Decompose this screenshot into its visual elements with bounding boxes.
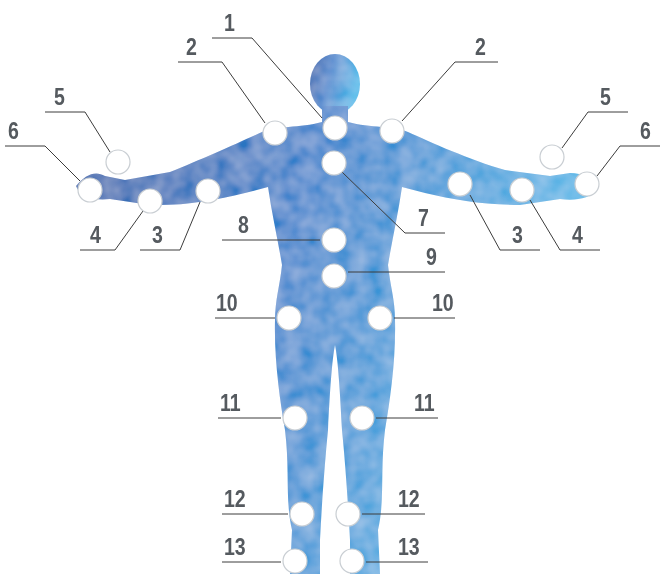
marker-circle — [322, 151, 346, 175]
marker-circles — [78, 116, 599, 573]
callout-number: 1 — [224, 11, 235, 35]
leader-line — [222, 514, 288, 515]
marker-circle — [380, 119, 404, 143]
head — [310, 54, 360, 114]
leader-line — [80, 211, 143, 250]
callout-number: 6 — [640, 119, 651, 143]
leader-line — [470, 195, 540, 250]
marker-circle — [322, 228, 346, 252]
leader-line — [562, 112, 628, 148]
marker-circle — [340, 549, 364, 573]
marker-circle — [575, 172, 599, 196]
callout-number: 2 — [475, 35, 486, 59]
callout-number: 4 — [572, 223, 583, 247]
leader-line — [342, 172, 445, 233]
marker-circle — [283, 406, 307, 430]
callout-number: 7 — [418, 206, 429, 230]
callout-number: 10 — [432, 291, 454, 315]
marker-circle — [106, 150, 130, 174]
marker-circle — [336, 502, 360, 526]
leader-line — [218, 418, 281, 419]
callout-number: 2 — [186, 35, 197, 59]
callout-number: 12 — [398, 487, 420, 511]
leader-line — [366, 562, 428, 563]
callout-number: 10 — [216, 291, 238, 315]
marker-circle — [322, 264, 346, 288]
leader-line — [222, 240, 320, 241]
silhouette — [76, 54, 598, 574]
callout-number: 5 — [54, 85, 65, 109]
marker-circle — [368, 306, 392, 330]
callout-number: 13 — [398, 535, 420, 559]
leader-lines — [5, 38, 660, 562]
callout-number: 4 — [90, 223, 101, 247]
marker-circle — [350, 406, 374, 430]
leader-line — [376, 418, 438, 419]
leader-line — [597, 146, 660, 176]
leader-line — [5, 146, 80, 181]
leader-line — [348, 272, 445, 273]
marker-circle — [323, 116, 347, 140]
body — [76, 106, 598, 574]
marker-circle — [263, 121, 287, 145]
marker-circle — [510, 178, 534, 202]
marker-circle — [540, 145, 564, 169]
callout-number: 11 — [414, 391, 435, 415]
callout-number: 5 — [600, 85, 611, 109]
callout-number: 6 — [8, 119, 19, 143]
leader-line — [222, 562, 281, 563]
marker-circle — [138, 189, 162, 213]
marker-circle — [283, 549, 307, 573]
leader-line — [45, 112, 110, 152]
callout-number: 8 — [238, 213, 249, 237]
leader-line — [362, 514, 425, 515]
leader-line — [530, 200, 600, 250]
leader-line — [178, 62, 265, 123]
leader-line — [402, 62, 498, 121]
marker-circle — [196, 179, 220, 203]
callout-number: 3 — [152, 223, 163, 247]
marker-circle — [78, 178, 102, 202]
callout-number: 12 — [224, 487, 246, 511]
leader-line — [215, 318, 275, 319]
callout-number: 3 — [512, 223, 523, 247]
leader-line — [394, 318, 455, 319]
marker-circle — [290, 502, 314, 526]
leader-line — [212, 38, 322, 118]
callout-number: 9 — [426, 245, 437, 269]
callout-number: 11 — [220, 391, 241, 415]
marker-circle — [448, 172, 472, 196]
callout-number: 13 — [224, 535, 246, 559]
marker-circle — [277, 306, 301, 330]
